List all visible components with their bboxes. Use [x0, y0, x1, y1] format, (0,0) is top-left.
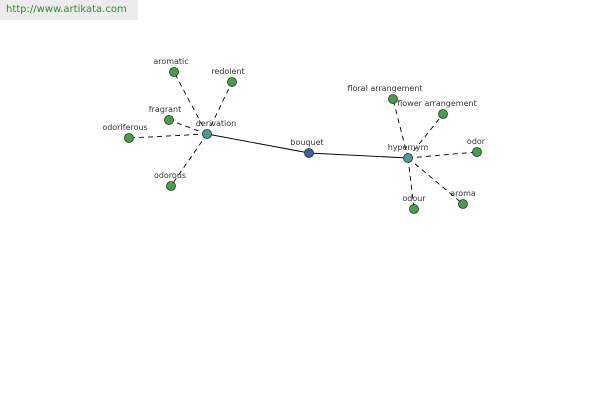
- node-aromatic[interactable]: [169, 67, 179, 77]
- label-odoriferous: odoriferous: [102, 123, 147, 132]
- label-odorous: odorous: [154, 171, 186, 180]
- node-floral-arrangement[interactable]: [388, 94, 398, 104]
- edge-derivation-redolent: [206, 81, 233, 135]
- node-bouquet[interactable]: [304, 148, 314, 158]
- node-fragrant[interactable]: [164, 115, 174, 125]
- edge-derivation-odorous: [170, 133, 208, 187]
- label-aromatic: aromatic: [153, 57, 188, 66]
- label-flower-arrangement: flower arrangement: [397, 99, 476, 108]
- label-hypernym: hypernym: [388, 143, 429, 152]
- edge-derivation-aromatic: [173, 71, 208, 135]
- node-odour[interactable]: [409, 204, 419, 214]
- edge-hypernym-odor: [407, 151, 478, 159]
- node-odoriferous[interactable]: [124, 133, 134, 143]
- graph-nodes: [124, 67, 482, 214]
- label-redolent: redolent: [211, 67, 244, 76]
- graph-labels: aromaticredolentfragrantodoriferousodoro…: [102, 57, 485, 203]
- node-redolent[interactable]: [227, 77, 237, 87]
- node-derivation[interactable]: [202, 129, 212, 139]
- node-aroma[interactable]: [458, 199, 468, 209]
- edge-derivation-odoriferous: [128, 133, 208, 139]
- label-bouquet: bouquet: [290, 138, 323, 147]
- edge-hypernym-flower-arrangement: [407, 113, 444, 159]
- label-odor: odor: [467, 137, 486, 146]
- node-hypernym[interactable]: [403, 153, 413, 163]
- edge-hypernym-floral-arrangement: [392, 98, 409, 159]
- edge-bouquet-hypernym: [308, 152, 409, 159]
- label-aroma: aroma: [450, 189, 476, 198]
- edge-derivation-fragrant: [168, 119, 208, 135]
- node-odor[interactable]: [472, 147, 482, 157]
- edge-bouquet-derivation: [206, 133, 310, 154]
- label-derivation: derivation: [196, 119, 236, 128]
- label-fragrant: fragrant: [149, 105, 181, 114]
- graph-edges: [128, 71, 478, 210]
- node-flower-arrangement[interactable]: [438, 109, 448, 119]
- site-url-link[interactable]: http://www.artikata.com: [0, 0, 138, 20]
- label-odour: odour: [402, 194, 426, 203]
- node-odorous[interactable]: [166, 181, 176, 191]
- edge-hypernym-aroma: [407, 157, 464, 205]
- label-floral-arrangement: floral arrangement: [347, 84, 422, 93]
